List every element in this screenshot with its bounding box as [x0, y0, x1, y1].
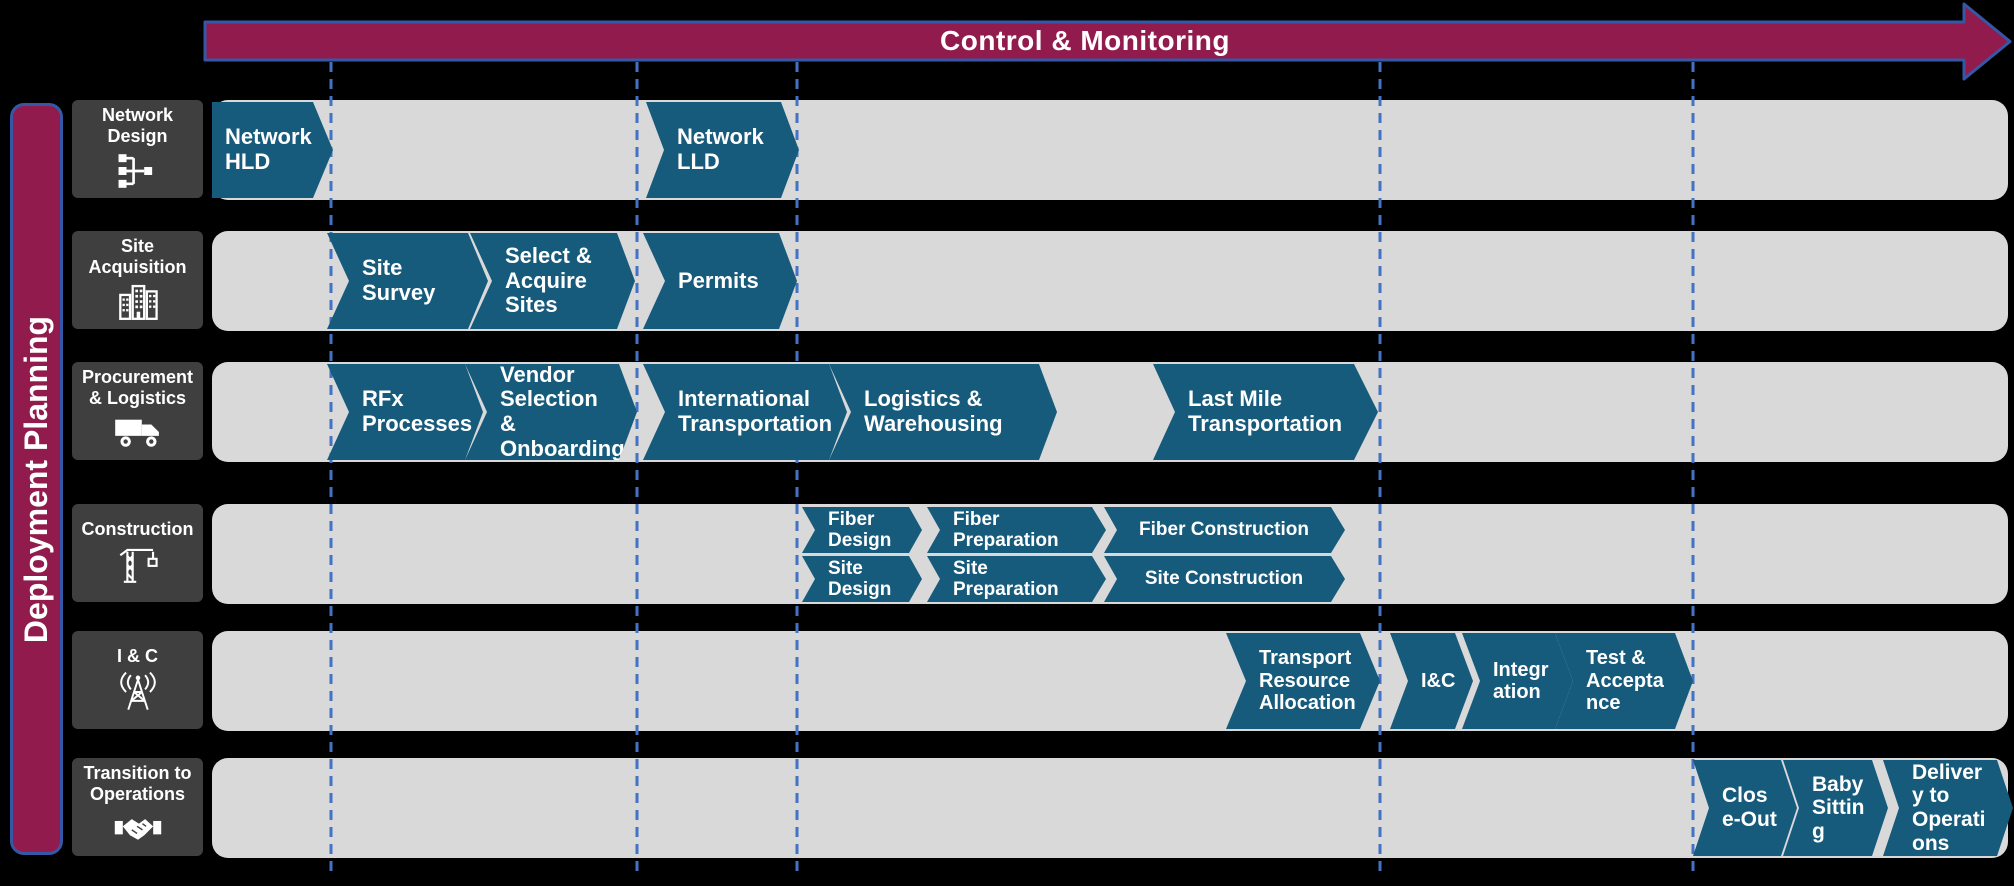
phase-label: Fiber Preparation [953, 508, 1059, 551]
phase-logistics-warehousing: Logistics & Warehousing [829, 364, 1057, 460]
site-acquisition-icon [115, 280, 161, 324]
row-label-text: Transition to Operations [83, 762, 192, 804]
phase-label: I&C [1421, 669, 1456, 692]
phase-label: Site Design [828, 557, 892, 600]
phase-test-acceptance: Test & Acceptance [1555, 633, 1693, 729]
phase-label: Permits [678, 267, 759, 293]
row-label-site-acquisition: Site Acquisition [72, 231, 203, 329]
phase-label: Close-Out [1722, 784, 1777, 831]
phase-select-acquire-sites: Select & Acquire Sites [470, 233, 635, 329]
phase-label: Select & Acquire Sites [505, 243, 592, 318]
phase-integration: Integration [1462, 633, 1573, 729]
phase-label: Network HLD [225, 124, 312, 174]
timeline-track-construction [212, 504, 2008, 604]
phase-fiber-design: Fiber Design [802, 507, 922, 553]
phase-label: Last Mile Transportation [1188, 386, 1343, 436]
phase-label: Logistics & Warehousing [864, 386, 1003, 436]
row-label-transition-to-operations: Transition to Operations [72, 758, 203, 856]
deployment-planning-bar: Deployment Planning [10, 103, 63, 855]
phase-label: Vendor Selection & Onboarding [500, 361, 625, 461]
row-label-text: Site Acquisition [88, 235, 187, 277]
phase-international-transportation: International Transportation [643, 364, 847, 460]
phase-network-lld: Network LLD [646, 102, 799, 198]
row-label-procurement-logistics: Procurement & Logistics [72, 362, 203, 460]
phase-site-construction: Site Construction [1104, 556, 1345, 602]
row-label-text: Procurement & Logistics [81, 366, 194, 408]
phase-label: International Transportation [678, 386, 833, 436]
truck-icon [113, 411, 163, 455]
phase-site-preparation: Site Preparation [927, 556, 1106, 602]
phase-label: Fiber Construction [1139, 519, 1309, 541]
row-label-i-c: I & C [72, 631, 203, 729]
phase-site-survey: Site Survey [327, 233, 488, 329]
row-label-text: Network Design [101, 104, 173, 146]
phase-fiber-construction: Fiber Construction [1104, 507, 1345, 553]
phase-label: Fiber Design [828, 508, 892, 551]
phase-vendor-selection-onboarding: Vendor Selection & Onboarding [465, 364, 637, 460]
phase-baby-sitting: Baby Sitting [1783, 760, 1888, 856]
timeline-track-network-design [212, 100, 2008, 200]
phase-label: Site Survey [362, 255, 436, 305]
phase-site-design: Site Design [802, 556, 922, 602]
radio-tower-icon [115, 670, 161, 714]
control-monitoring-label: Control & Monitoring [940, 25, 1230, 56]
phase-label: Site Preparation [953, 557, 1059, 600]
deployment-planning-label: Deployment Planning [18, 315, 55, 643]
phase-label: RFx Processes [362, 386, 473, 436]
phase-rfx-processes: RFx Processes [327, 364, 483, 460]
phase-network-hld: Network HLD [212, 102, 333, 198]
phase-label: Baby Sitting [1812, 772, 1865, 843]
phase-label: Delivery to Operations [1912, 760, 1986, 855]
phase-last-mile-transportation: Last Mile Transportation [1153, 364, 1378, 460]
phase-label: Test & Acceptance [1586, 647, 1664, 715]
crane-icon [115, 543, 161, 587]
row-label-text: I & C [116, 646, 158, 667]
phase-permits: Permits [643, 233, 797, 329]
phase-close-out: Close-Out [1693, 760, 1797, 856]
row-label-text: Construction [81, 519, 194, 540]
phase-delivery-to-operations: Delivery to Operations [1883, 760, 2013, 856]
phase-fiber-preparation: Fiber Preparation [927, 507, 1106, 553]
phase-label: Transport Resource Allocation [1259, 647, 1356, 715]
handshake-icon [113, 807, 163, 851]
network-design-icon [115, 149, 161, 193]
phase-transport-resource-allocation: Transport Resource Allocation [1226, 633, 1380, 729]
row-label-construction: Construction [72, 504, 203, 602]
phase-label: Site Construction [1144, 568, 1304, 590]
phase-label: Integration [1493, 658, 1549, 703]
row-label-network-design: Network Design [72, 100, 203, 198]
phase-label: Network LLD [677, 124, 764, 174]
timeline-track-i-c [212, 631, 2008, 731]
